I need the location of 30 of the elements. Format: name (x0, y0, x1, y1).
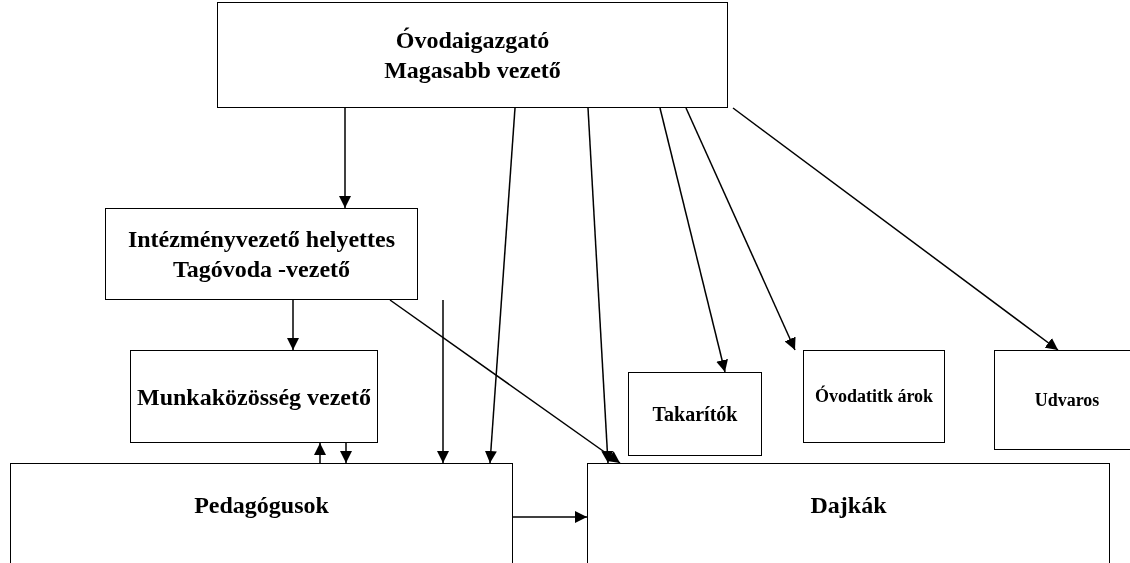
arrow (484, 107, 516, 464)
arrow (732, 107, 1059, 351)
org-box (628, 372, 762, 456)
box-label: Tagóvoda -vezető (172, 255, 351, 284)
org-box (10, 463, 513, 563)
arrow (340, 442, 352, 464)
org-box (130, 350, 378, 443)
box-label: Intézményvezető helyettes (127, 225, 396, 254)
box-label: Dajkák (810, 491, 887, 520)
org-box (105, 208, 418, 300)
box-label: Óvodaigazgató (395, 26, 550, 55)
arrow (659, 107, 728, 373)
org-box (994, 350, 1130, 450)
box-label: Pedagógusok (194, 491, 329, 520)
arrow (437, 299, 449, 464)
box-label: Óvodatitk árok (814, 385, 934, 408)
arrow (287, 299, 299, 351)
arrow (314, 442, 326, 464)
box-label: Udvaros (1034, 388, 1100, 412)
org-box (587, 463, 1110, 563)
box-label: Magasabb vezető (384, 56, 561, 85)
org-box (217, 2, 728, 108)
arrow (587, 107, 614, 464)
arrow (339, 107, 351, 209)
box-label: Munkaközösség vezető (137, 382, 371, 412)
box-label: Takarítók (652, 401, 738, 427)
arrow (685, 107, 796, 351)
org-box (803, 350, 945, 443)
arrow (389, 299, 621, 464)
arrow (512, 511, 588, 523)
